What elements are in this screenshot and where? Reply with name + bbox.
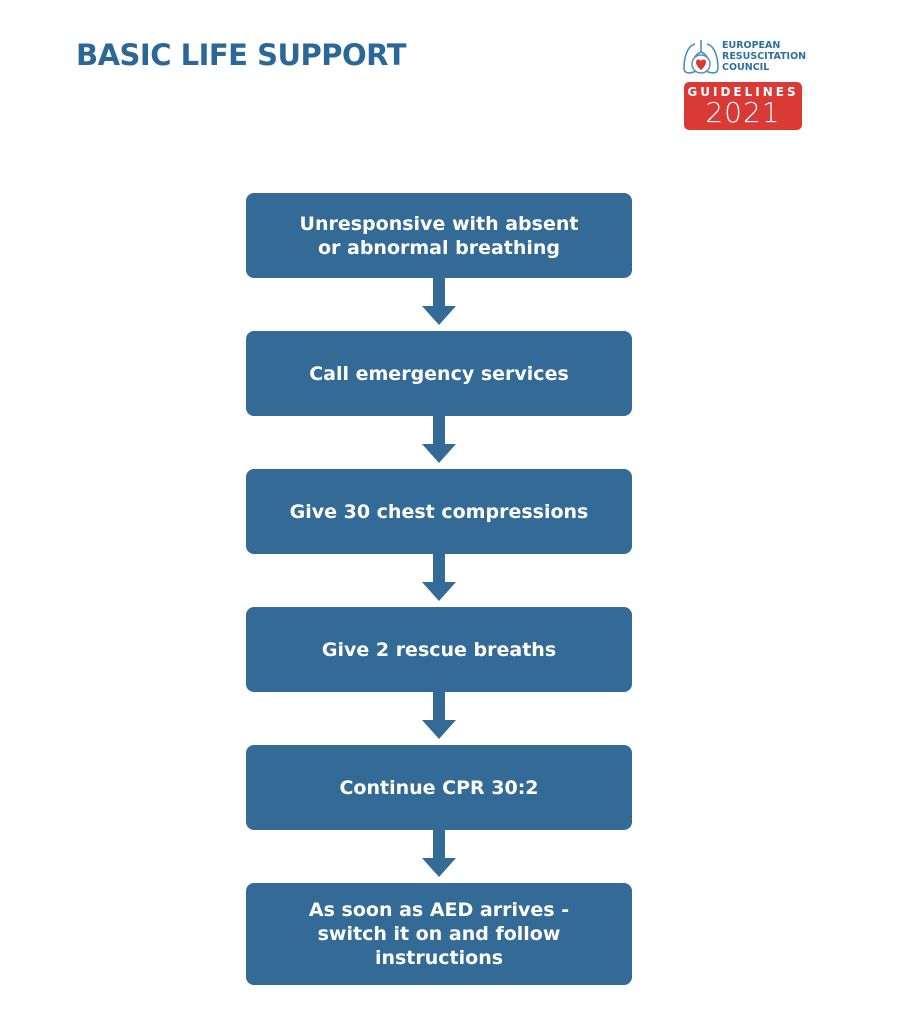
down-arrow-icon	[422, 692, 456, 739]
guidelines-badge: GUIDELINES 2021	[684, 82, 802, 130]
down-arrow-icon	[422, 554, 456, 601]
badge-year: 2021	[705, 96, 781, 129]
logo-org-line: EUROPEAN	[722, 40, 781, 51]
logo-org-line: RESUSCITATION	[722, 51, 807, 62]
down-arrow-icon	[422, 830, 456, 877]
flow-step-box: As soon as AED arrives - switch it on an…	[246, 883, 632, 985]
flow-step-box: Continue CPR 30:2	[246, 745, 632, 830]
flow-step-box: Give 2 rescue breaths	[246, 607, 632, 692]
badge-label: GUIDELINES	[687, 85, 799, 99]
flow-step-box: Call emergency services	[246, 331, 632, 416]
down-arrow-icon	[422, 416, 456, 463]
lungs-heart-icon	[683, 40, 719, 74]
down-arrow-icon	[422, 278, 456, 325]
flow-step-box: Give 30 chest compressions	[246, 469, 632, 554]
flow-step-box: Unresponsive with absent or abnormal bre…	[246, 193, 632, 278]
logo-org-line: COUNCIL	[722, 62, 770, 73]
erc-guidelines-logo: EUROPEAN RESUSCITATION COUNCIL GUIDELINE…	[682, 38, 807, 132]
page-title: BASIC LIFE SUPPORT	[76, 38, 407, 72]
